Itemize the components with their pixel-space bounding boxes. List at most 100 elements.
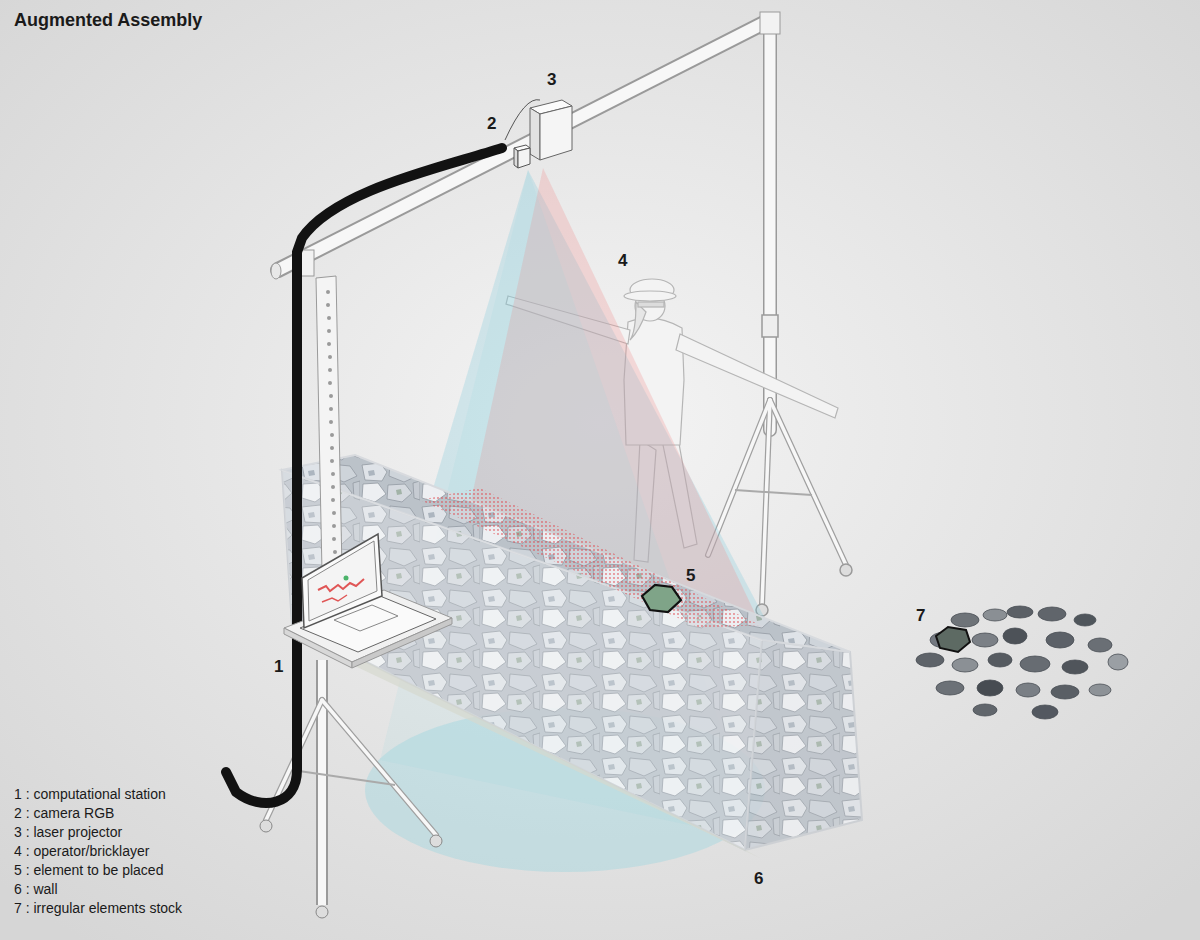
operator-figure-part	[676, 334, 838, 418]
stone-stock-part	[1038, 607, 1066, 621]
rgb-camera-part	[518, 148, 530, 168]
callout-number: 6	[752, 869, 765, 889]
left-column-part-part	[327, 316, 331, 320]
element-outline	[642, 585, 681, 612]
diagram-title: Augmented Assembly	[14, 10, 202, 32]
stone-stock-part	[952, 658, 978, 672]
stone-stock-part	[973, 704, 997, 716]
right-tripod	[708, 22, 852, 616]
rgb-camera-part	[514, 148, 518, 168]
callout-number: 3	[545, 70, 558, 90]
right-tripod-part	[762, 315, 778, 337]
left-column	[316, 276, 342, 572]
right-tripod-part-part	[770, 400, 846, 565]
stone-wall-part	[420, 488, 760, 628]
stone-stock-part	[1046, 632, 1074, 648]
left-tripod-part	[318, 660, 326, 905]
legend-entry: 4 : operator/bricklayer	[14, 843, 149, 860]
legend-entry: 6 : wall	[14, 881, 58, 898]
right-tripod-part	[840, 564, 852, 576]
laptop-station-part	[344, 576, 349, 581]
left-column-part	[326, 290, 337, 554]
stone-stock	[916, 606, 1128, 719]
left-column-part-part	[331, 498, 335, 502]
laser-projector-part	[505, 100, 540, 140]
stone-stock-part	[972, 633, 998, 647]
stone-stock-part	[1108, 654, 1128, 670]
left-tripod-part	[292, 770, 395, 785]
left-column-part-part	[331, 485, 335, 489]
stone-wall	[282, 455, 862, 858]
callout-number: 1	[272, 657, 285, 677]
left-column-part-part	[329, 407, 333, 411]
left-tripod-part-part	[322, 700, 436, 835]
stone-stock-part	[1003, 628, 1027, 644]
stone-stock-part	[936, 627, 970, 652]
left-column-part-part	[330, 433, 334, 437]
left-tripod-part	[266, 700, 436, 835]
stone-stock-part	[988, 653, 1012, 667]
stone-stock-part	[1088, 638, 1112, 652]
stone-stock-part	[1062, 660, 1088, 674]
stone-stock-part	[936, 681, 964, 695]
left-column-part-part	[327, 329, 331, 333]
left-tripod-part-part	[322, 700, 436, 835]
left-tripod-part	[430, 835, 442, 847]
right-tripod-part-part	[762, 400, 770, 605]
callout-number: 4	[616, 251, 629, 271]
left-column-part-part	[326, 303, 330, 307]
stone-wall-part	[282, 470, 762, 850]
left-column-part-part	[331, 472, 335, 476]
stone-stock-part	[1007, 606, 1033, 618]
laser-projector-part	[530, 108, 540, 160]
left-column-part-part	[330, 446, 334, 450]
left-column-part-part	[329, 394, 333, 398]
right-tripod-part-part	[770, 400, 846, 565]
frame-beam-part	[760, 12, 780, 34]
stone-stock-part	[1089, 684, 1111, 696]
left-column-part-part	[332, 537, 336, 541]
right-tripod-part	[735, 490, 812, 495]
legend-entry: 5 : element to be placed	[14, 862, 163, 879]
stone-stock-part	[1074, 614, 1096, 626]
rgb-camera	[514, 145, 530, 168]
left-column-part-part	[326, 290, 330, 294]
laptop-station	[284, 534, 452, 668]
power-cable	[226, 148, 502, 803]
left-column-part-part	[332, 524, 336, 528]
legend-entry: 7 : irregular elements stock	[14, 900, 182, 917]
stone-stock-part	[1051, 685, 1079, 699]
left-column-part-part	[328, 368, 332, 372]
left-column-part-part	[328, 355, 332, 359]
frame-beam-part	[271, 263, 281, 279]
laptop-station-part	[318, 579, 364, 591]
stone-stock-part	[1032, 705, 1058, 719]
stone-wall-part	[282, 470, 762, 850]
stone-stock-part	[977, 680, 1003, 696]
legend-entry: 3 : laser projector	[14, 824, 122, 841]
left-column-part-part	[327, 342, 331, 346]
left-tripod-part	[260, 820, 272, 832]
left-tripod-part	[316, 906, 328, 918]
operator-figure-part	[630, 302, 646, 340]
stone-stock-part	[1016, 683, 1040, 697]
left-column-part-part	[328, 381, 332, 385]
operator-figure-part	[624, 291, 676, 301]
legend-entry: 2 : camera RGB	[14, 805, 114, 822]
left-column-part-part	[329, 420, 333, 424]
stone-stock-part	[1020, 656, 1050, 672]
callout-number: 5	[684, 566, 697, 586]
left-column-part-part	[330, 459, 334, 463]
laser-projector-part	[540, 106, 572, 160]
callout-number: 2	[485, 114, 498, 134]
frame-beam-part	[278, 20, 770, 270]
right-tripod-part	[763, 22, 777, 430]
laptop-station-part	[308, 541, 377, 621]
laptop-station-part	[302, 534, 382, 628]
stone-stock-part	[951, 613, 979, 627]
legend-entry: 1 : computational station	[14, 786, 166, 803]
right-tripod-part-part	[762, 400, 770, 605]
